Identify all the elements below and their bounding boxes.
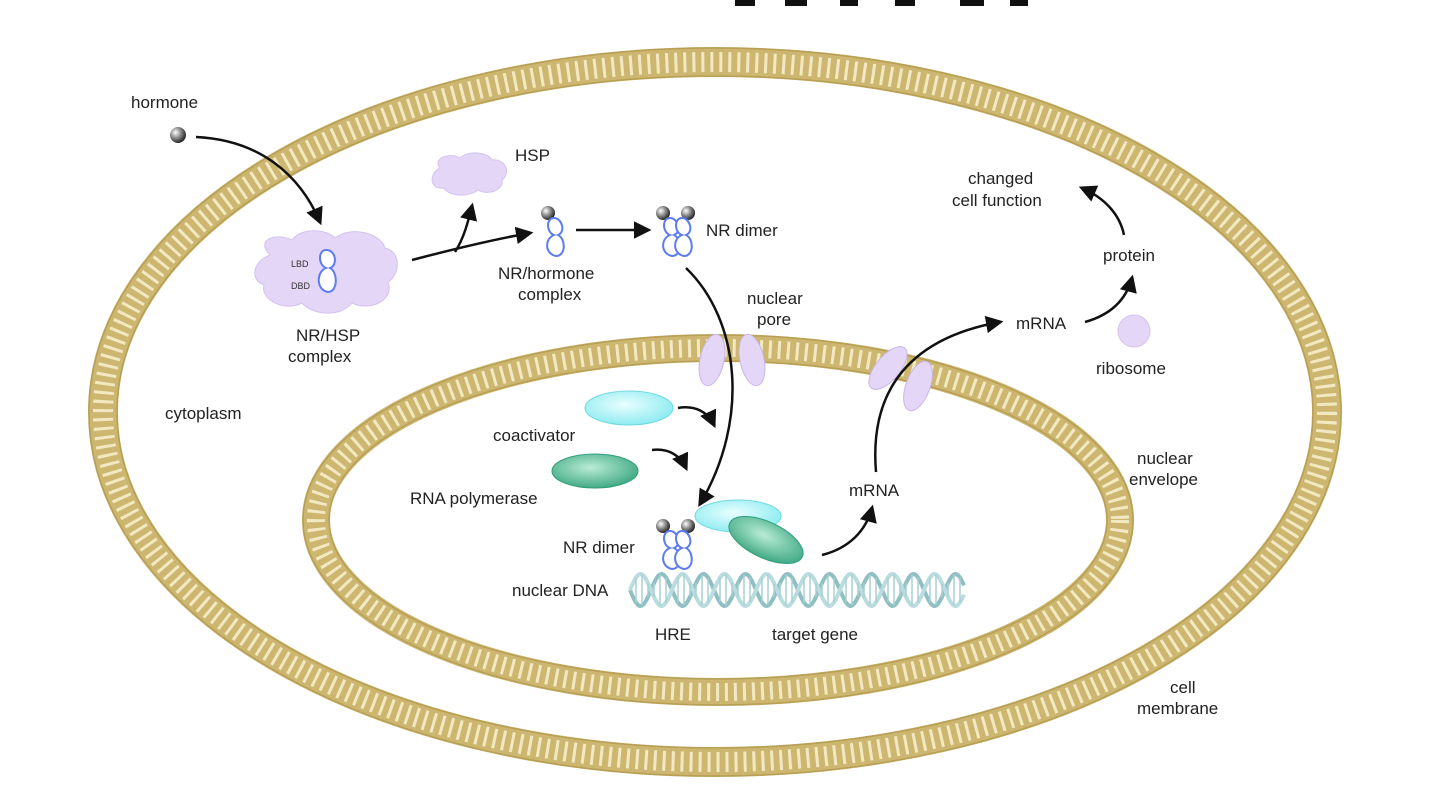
nuclear-dna-label: nuclear DNA [512, 581, 609, 600]
mrna-nucleus-label: mRNA [849, 481, 900, 500]
nuclear-pore-right [868, 346, 933, 412]
arrow-dimer-into-nucleus [685, 267, 734, 508]
nr-dimer-top [656, 206, 695, 258]
title-fragment [735, 0, 1028, 6]
nr-hsp-label-line2: complex [288, 347, 352, 366]
arrow-polymerase-to-dna [651, 448, 689, 472]
arrow-protein-to-function [1078, 185, 1126, 236]
cell-membrane-label-line2: membrane [1137, 699, 1218, 718]
cytoplasm-label: cytoplasm [165, 404, 242, 423]
nr-hormone-label-line2: complex [518, 285, 582, 304]
arrow-mrna-export [874, 315, 1004, 473]
arrow-hsp-release [453, 202, 478, 253]
nr-hormone-complex [541, 206, 565, 258]
coactivator-protein [584, 390, 674, 426]
nuclear-dna-helix [628, 571, 966, 609]
rna-polymerase-protein [551, 453, 639, 489]
ribosome-label: ribosome [1096, 359, 1166, 378]
nr-dimer-bottom-label: NR dimer [563, 538, 635, 557]
arrow-mrna-to-protein [1084, 274, 1137, 324]
hsp-cloud [431, 152, 507, 196]
nr-hsp-complex: LBD DBD [254, 230, 398, 314]
nr-dimer-bottom [656, 519, 695, 571]
nuclear-pore-label-line1: nuclear [747, 289, 803, 308]
lbd-label: LBD [291, 259, 309, 269]
nuclear-envelope-label-line2: envelope [1129, 470, 1198, 489]
coactivator-label: coactivator [493, 426, 576, 445]
bound-rna-polymerase [728, 516, 804, 564]
cell-membrane [88, 47, 1342, 777]
arrow-coactivator-to-dna [677, 406, 717, 429]
changed-cell-function-line1: changed [968, 169, 1033, 188]
target-gene-label: target gene [772, 625, 858, 644]
rna-polymerase-label: RNA polymerase [410, 489, 538, 508]
arrow-hormone-to-complex [195, 135, 323, 226]
hormone-molecule [170, 127, 186, 143]
arrow-complex-to-nr-hormone [411, 226, 534, 262]
hre-label: HRE [655, 625, 691, 644]
mrna-cytoplasm-label: mRNA [1016, 314, 1067, 333]
dbd-label: DBD [291, 281, 311, 291]
nuclear-pore-label-line2: pore [757, 310, 791, 329]
hormone-label: hormone [131, 93, 198, 112]
nuclear-pore-left [698, 333, 766, 387]
nuclear-envelope-label-line1: nuclear [1137, 449, 1193, 468]
protein-label: protein [1103, 246, 1155, 265]
nr-hsp-label-line1: NR/HSP [296, 326, 360, 345]
nr-dimer-top-label: NR dimer [706, 221, 778, 240]
arrow-transcription-to-mrna [821, 504, 877, 557]
ribosome [1117, 314, 1151, 348]
hsp-label: HSP [515, 146, 550, 165]
nr-hormone-label-line1: NR/hormone [498, 264, 594, 283]
changed-cell-function-line2: cell function [952, 191, 1042, 210]
cell-membrane-label-line1: cell [1170, 678, 1196, 697]
